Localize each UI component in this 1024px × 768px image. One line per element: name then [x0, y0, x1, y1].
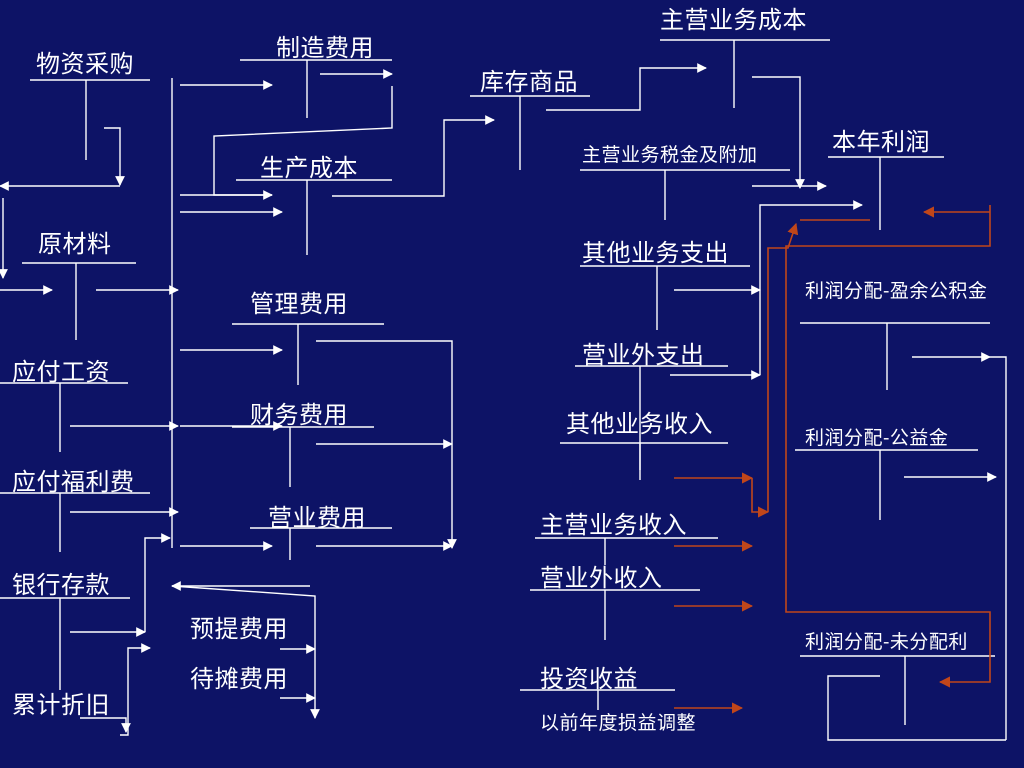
account-fenpei-weifenpei: 利润分配-未分配利: [805, 631, 968, 653]
account-yiqian-tiaozheng: 以前年度损益调整: [540, 712, 697, 734]
shengchan-to-kucun: [332, 115, 495, 197]
expense-to-bennian: [759, 200, 863, 375]
yinhang-up: [144, 533, 171, 632]
account-qita-zhichu: 其他业务支出: [582, 239, 729, 267]
account-fenpei-yingyu: 利润分配-盈余公积金: [805, 280, 988, 302]
account-leiji-zhejiu: 累计折旧: [12, 691, 110, 719]
to-weifenpei-right: [990, 356, 1007, 740]
account-yuancailiao: 原材料: [38, 230, 112, 258]
account-guanli-feiyong: 管理费用: [250, 290, 348, 318]
zhizao-to-shengchan: [213, 86, 393, 196]
zycb-to-bennian: [752, 76, 805, 189]
account-yingfu-gongzi: 应付工资: [12, 358, 110, 386]
account-yingye-feiyong: 营业费用: [268, 504, 366, 532]
account-yingyewai-zhichu: 营业外支出: [582, 341, 705, 369]
wuzi-to-yuancailiao: [104, 127, 125, 186]
account-bennian-lirun: 本年利润: [832, 128, 930, 156]
account-qita-shouru: 其他业务收入: [566, 410, 713, 438]
account-yingfu-fulifei: 应付福利费: [12, 468, 135, 496]
revenue-to-bennian: [767, 222, 799, 512]
account-zhuying-shuijin: 主营业务税金及附加: [582, 144, 758, 166]
account-fenpei-gongyi: 利润分配-公益金: [805, 427, 949, 449]
weifenpei-loop: [827, 675, 1006, 741]
revenue-collect: [751, 478, 770, 518]
account-zhuying-shouru: 主营业务收入: [540, 511, 687, 539]
lirun-to-weifenpei: [785, 205, 991, 688]
account-zhizao-feiyong: 制造费用: [276, 34, 374, 62]
account-daitan-feiyong: 待摊费用: [190, 665, 288, 693]
account-yuti-feiyong: 预提费用: [190, 615, 288, 643]
account-zhuying-chengben: 主营业务成本: [660, 6, 807, 34]
account-yingyewai-shouru: 营业外收入: [540, 564, 663, 592]
account-shengchan-chengben: 生产成本: [260, 154, 358, 182]
kucun-to-zycb: [546, 63, 707, 111]
account-wuzi-caigou: 物资采购: [36, 50, 134, 78]
expense-collector: [316, 340, 457, 549]
zhejiu-in: [80, 717, 131, 733]
account-touzi-shouyi: 投资收益: [540, 665, 638, 693]
account-kucun-shangpin: 库存商品: [480, 68, 578, 96]
account-caiwu-feiyong: 财务费用: [250, 401, 348, 429]
account-yinhang-cunkuan: 银行存款: [12, 571, 110, 599]
return-to-daitan: [171, 585, 320, 719]
zhejiu-out: [120, 643, 151, 736]
